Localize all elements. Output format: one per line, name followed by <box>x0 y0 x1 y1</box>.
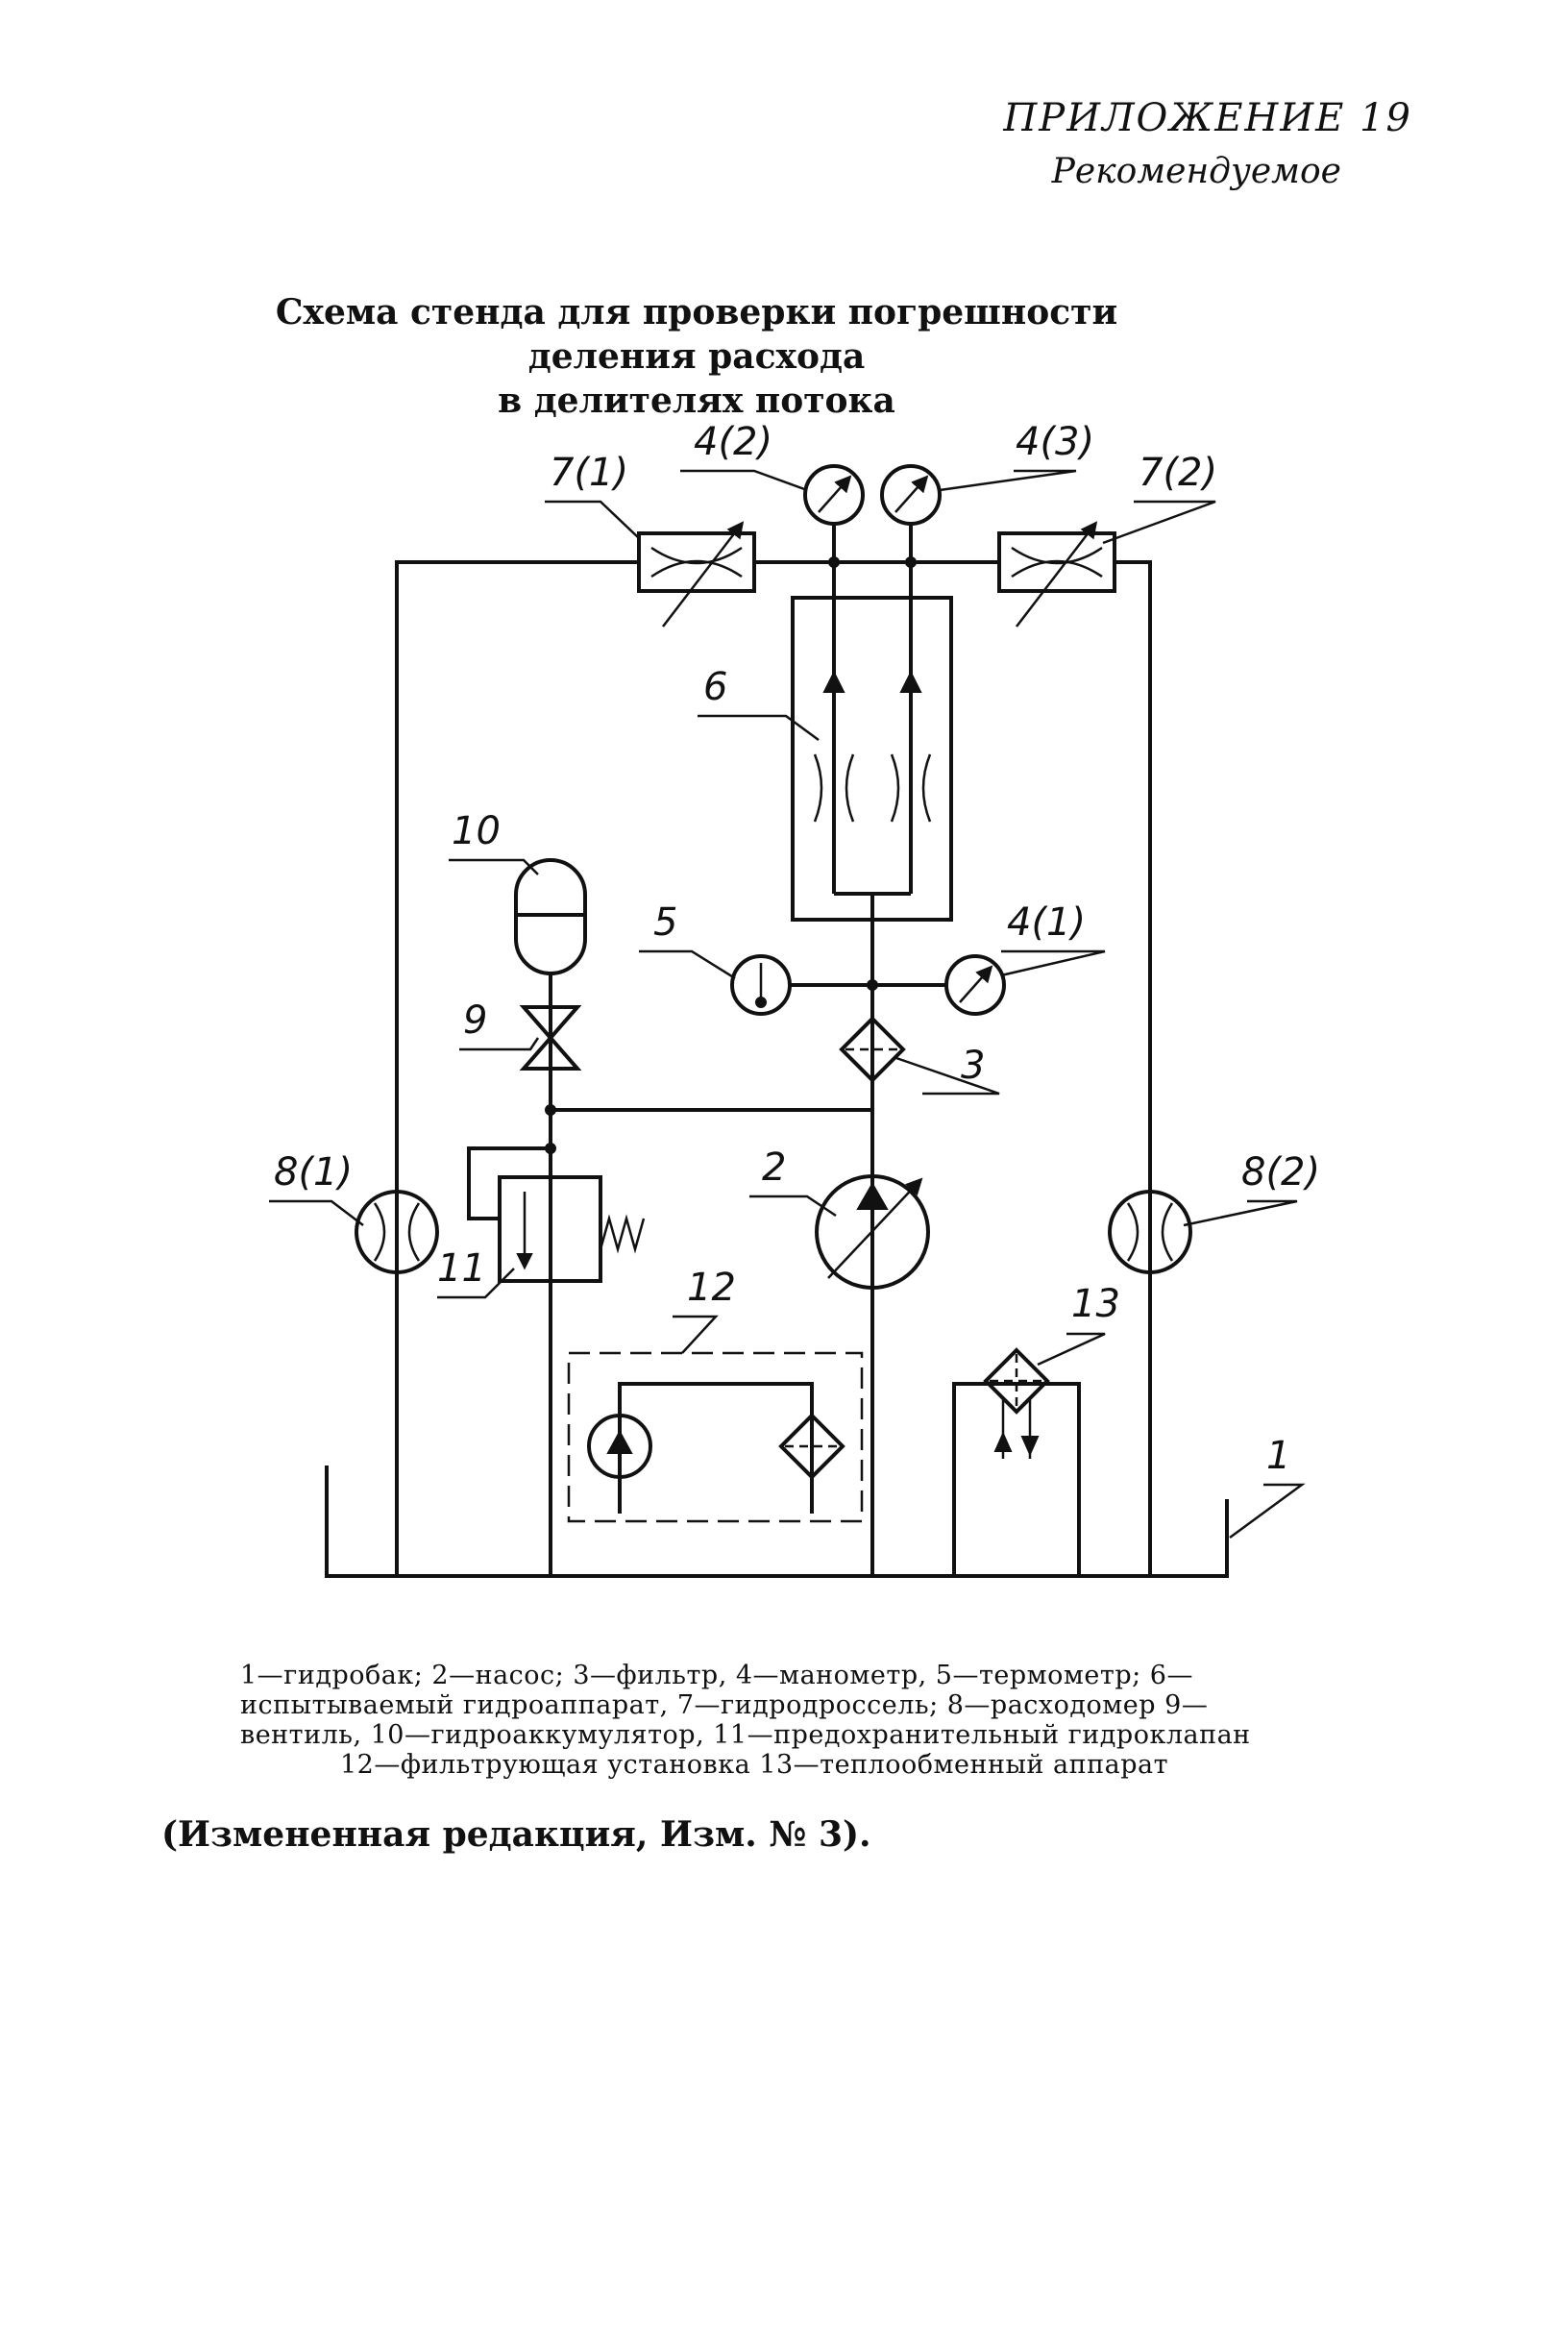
throttle-7-1-symbol <box>637 521 756 628</box>
label-6: 6 <box>703 665 727 709</box>
appendix-number: ПРИЛОЖЕНИЕ 19 <box>1003 96 1412 140</box>
throttle-7-2-symbol <box>997 521 1116 628</box>
label-8-1: 8(1) <box>274 1150 353 1195</box>
label-1: 1 <box>1266 1434 1290 1478</box>
label-7-2: 7(2) <box>1139 451 1217 495</box>
label-4-1: 4(1) <box>1007 900 1086 945</box>
label-4-2: 4(2) <box>694 420 772 464</box>
legend-line-1: 1—гидробак; 2—насос; 3—фильтр, 4—маномет… <box>240 1661 1193 1690</box>
junction-dots <box>545 556 917 1154</box>
label-4-3: 4(3) <box>1016 420 1094 464</box>
label-2: 2 <box>762 1145 786 1190</box>
legend-line-2: испытываемый гидроаппарат, 7—гидродроссе… <box>240 1690 1209 1720</box>
flowmeter-8-2-symbol <box>1108 1190 1192 1274</box>
title-line-2: в делителях потока <box>498 381 895 421</box>
label-3: 3 <box>961 1044 985 1088</box>
pressure-gauge-4-1-symbol <box>944 954 1006 1016</box>
label-12: 12 <box>687 1266 736 1310</box>
valve-symbol <box>519 1005 582 1071</box>
legend-line-3: вентиль, 10—гидроаккумулятор, 11—предохр… <box>240 1720 1251 1750</box>
relief-valve-symbol <box>498 1175 646 1283</box>
leader-lines <box>269 469 1306 1539</box>
tank <box>325 1466 1229 1578</box>
pump-symbol <box>815 1174 930 1290</box>
diagram-title: Схема стенда для проверки погрешности де… <box>192 290 1201 423</box>
label-7-1: 7(1) <box>550 451 628 495</box>
filter-unit-symbol <box>567 1351 864 1523</box>
appendix-status: Рекомендуемое <box>1051 152 1341 191</box>
filter-3-symbol <box>839 1016 906 1083</box>
pressure-gauge-4-3-symbol <box>880 464 942 526</box>
label-5: 5 <box>653 900 677 945</box>
accumulator-symbol <box>514 858 587 1004</box>
title-line-1: Схема стенда для проверки погрешности де… <box>275 292 1118 377</box>
diagram-legend: 1—гидробак; 2—насос; 3—фильтр, 4—маномет… <box>240 1661 1268 1780</box>
thermometer-symbol <box>730 954 792 1016</box>
heat-exchanger-symbol <box>983 1347 1050 1459</box>
label-11: 11 <box>437 1246 486 1291</box>
legend-line-4: 12—фильтрующая установка 13—теплообменны… <box>339 1750 1169 1780</box>
label-10: 10 <box>452 809 501 853</box>
revision-note: (Измененная редакция, Изм. № 3). <box>161 1814 871 1855</box>
label-13: 13 <box>1071 1282 1120 1326</box>
flowmeter-8-1-symbol <box>355 1190 439 1274</box>
tested-device-symbol <box>791 596 953 922</box>
label-8-2: 8(2) <box>1241 1150 1320 1195</box>
pressure-gauge-4-2-symbol <box>803 464 865 526</box>
label-9: 9 <box>463 998 487 1043</box>
